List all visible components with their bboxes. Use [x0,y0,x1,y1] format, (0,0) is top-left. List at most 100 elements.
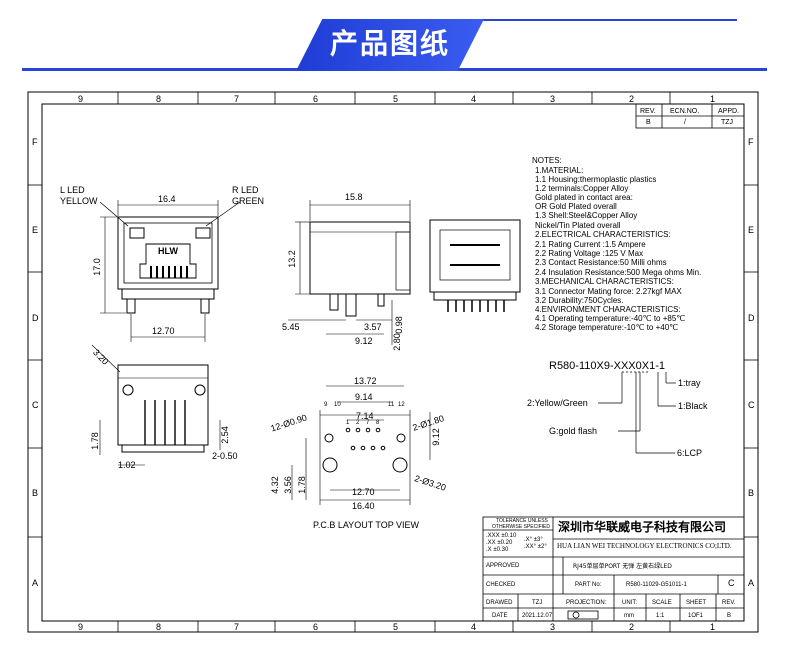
col-label: 3 [550,94,556,104]
notes-line: 3.MECHANICAL CHARACTERISTICS: [535,277,674,286]
date-label: DATE [492,613,508,619]
notes-line: Nickel/Tin Plated overall [535,221,621,230]
tol-value: .XXX ±0.10 [486,533,517,539]
rev-value-tb: B [727,613,732,619]
col-label: 4 [471,94,477,104]
row-label: B [748,488,755,498]
col-label: 4 [471,622,477,632]
notes-line: 2.2 Rating Voltage :125 V Max [535,249,644,258]
dim-357: 3.57 [364,322,382,332]
col-label: 1 [710,94,716,104]
notes-line: NOTES: [532,156,562,165]
dim-1372: 13.72 [354,376,377,386]
col-label: 8 [156,622,162,632]
pin-label: 8 [376,420,380,426]
row-label: A [748,578,755,588]
part-code-tray: 1:tray [678,378,701,388]
col-label: 2 [629,94,635,104]
tol-value: .X ±0.30 [486,547,509,553]
col-label: 9 [78,94,84,104]
dim-1640: 16.40 [352,501,375,511]
tol-angle: .XX° ±2° [524,544,547,550]
outer-frame [27,91,759,633]
pin-label: 7 [366,420,370,426]
tol-header: OTHERWISE SPECIFIED [492,524,550,530]
ecn-header: ECN.NO. [670,108,700,115]
rev-header: REV. [640,108,656,115]
projection-label: PROJECTION: [566,600,607,606]
row-label: B [32,488,39,498]
dim-pcb-912: 9.12 [430,428,441,446]
drawn-by: TZJ [532,600,543,606]
rev-header-tb: REV. [722,600,736,606]
part-code: R580-110X9-XXX0X1-1 [549,360,665,372]
page-title: 产品图纸 [329,27,450,60]
pin-label: 2 [356,420,360,426]
col-label: 8 [156,94,162,104]
pin-label: 12 [398,402,405,408]
notes-line: 2.3 Contact Resistance:50 Milli ohms [535,258,667,267]
l-led-label: L LED [60,185,85,195]
pin-label: 9 [324,402,328,408]
dim-pitch: 12.70 [152,326,175,336]
col-label: 7 [234,622,240,632]
col-label: 1 [710,622,716,632]
dim-914: 9.14 [355,392,373,402]
part-no-value: R580-11029-G51011-1 [626,582,687,588]
r-led-label: R LED [232,185,259,195]
product-description: RJ45单层单PORT 无弹 左黄右绿LED [573,563,672,570]
dim-432: 4.32 [269,476,280,494]
notes-line: Gold plated in contact area: [535,193,633,202]
pcb-layout [291,385,431,505]
tol-value: .XX ±0.20 [486,540,513,546]
grid-ticks [28,92,758,632]
tol-angle: .X° ±3° [524,537,543,543]
col-label: 2 [629,622,635,632]
col-label: 9 [78,622,84,632]
col-label: 3 [550,622,556,632]
notes-line: 1.1 Housing:thermoplastic plastics [535,175,657,184]
notes-line: 1.3 Shell:Steel&Copper Alloy [535,211,638,220]
scale-value: 1:1 [656,613,665,619]
rev-value: B [646,119,651,126]
part-code-lcp: 6:LCP [677,448,703,458]
row-label: A [32,578,39,588]
part-code-leaders [598,371,676,454]
company-cn: 深圳市华联威电子科技有限公司 [558,520,727,534]
company-en: HUA LIAN WEI TECHNOLOGY ELECTRONICS CO;L… [557,542,732,550]
bottom-view [91,344,221,466]
tol-header: TOLERANCE UNLESS [496,518,548,524]
appd-value: TZJ [721,119,734,126]
notes-line: 3.2 Durability:750Cycles. [535,296,624,305]
front-view [99,200,241,342]
notes-line: 4.2 Storage temperature:-10℃ to +40℃ [535,323,679,332]
notes-line: 3.1 Connector Mating force: 2.27kgf MAX [535,287,682,296]
l-led-color: YELLOW [60,196,98,206]
row-label: D [32,313,39,323]
notes-line: 1.MATERIAL: [535,166,584,175]
ecn-value: / [684,119,686,126]
pcb-caption: P.C.B LAYOUT TOP VIEW [313,520,420,530]
header-tab [296,19,484,71]
col-label: 5 [393,94,399,104]
r-led-color: GREEN [232,196,265,206]
dim-1270: 12.70 [352,487,375,497]
drawn-label: DRAWED [486,600,513,606]
col-label: 5 [393,622,399,632]
dim-pcb-178: 1.78 [296,476,307,494]
dim-side-width: 15.8 [345,192,363,202]
brand-logo: HLW [158,246,178,256]
part-code-yg: 2:Yellow/Green [527,398,588,408]
checked-label: CHECKED [486,582,516,588]
date-value: 2021.12.07 [522,613,553,619]
sheet-header: SHEET [686,600,707,606]
row-label: F [32,137,38,147]
unit-header: UNIT: [622,600,637,606]
col-label: 6 [313,622,319,632]
dim-912: 9.12 [355,336,373,346]
rear-view [429,219,521,312]
part-code-black: 1:Black [678,401,708,411]
row-label: C [748,400,755,410]
part-no-label: PART No: [575,582,602,588]
part-code-gold: G:gold flash [549,426,598,436]
